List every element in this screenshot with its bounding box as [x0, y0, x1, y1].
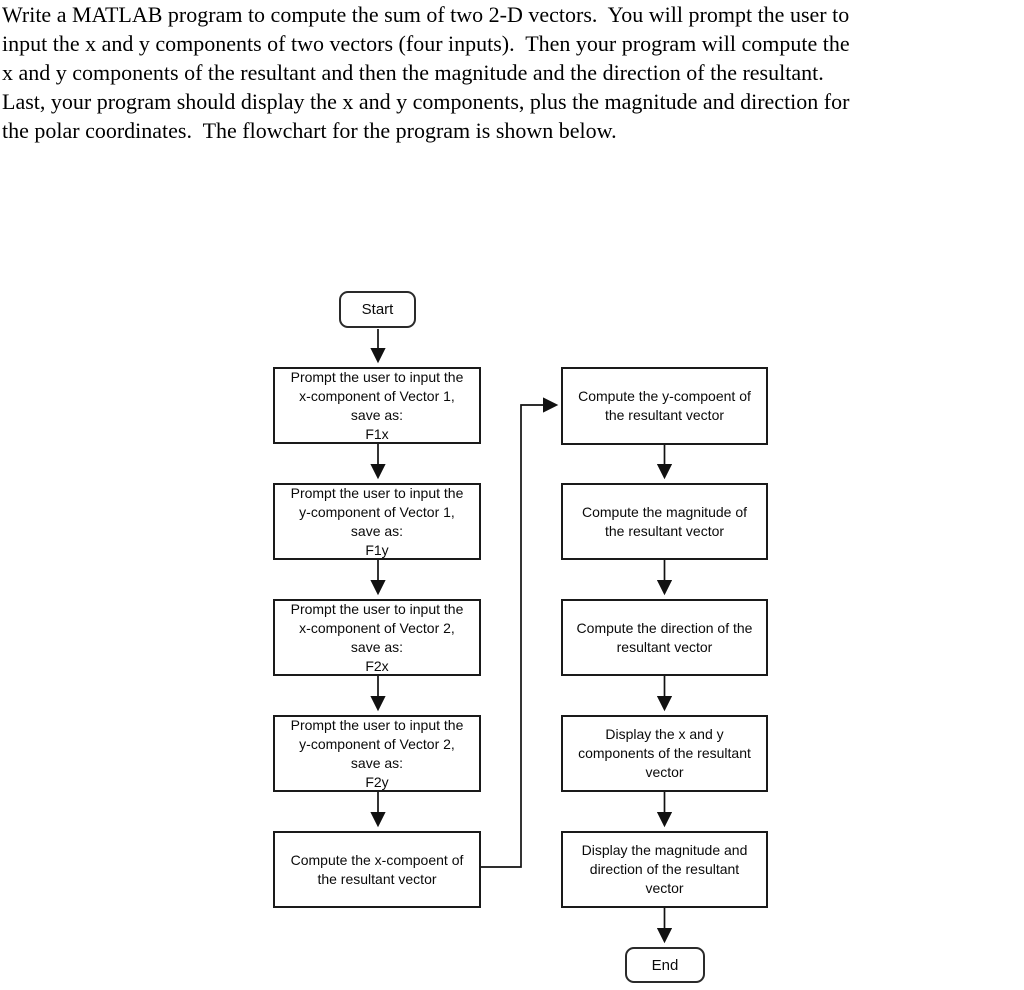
- flow-node-display-components: Display the x and y components of the re…: [561, 715, 768, 792]
- flow-node-display-mag-dir: Display the magnitude and direction of t…: [561, 831, 768, 908]
- flow-node-end: End: [625, 947, 705, 983]
- problem-statement-line-5: the polar coordinates. The flowchart for…: [2, 118, 617, 143]
- flow-node-compute-direction: Compute the direction of the resultant v…: [561, 599, 768, 676]
- problem-statement-line-3: x and y components of the resultant and …: [2, 60, 824, 85]
- flow-node-compute-y: Compute the y-compoent of the resultant …: [561, 367, 768, 445]
- problem-statement-line-1: Write a MATLAB program to compute the su…: [2, 2, 850, 27]
- flow-node-prompt-f1x: Prompt the user to input the x-component…: [273, 367, 481, 444]
- problem-statement: Write a MATLAB program to compute the su…: [2, 0, 1022, 145]
- arrow-compute-x-to-compute-y: [481, 397, 559, 868]
- flow-node-start: Start: [339, 291, 416, 328]
- flow-node-prompt-f1y: Prompt the user to input the y-component…: [273, 483, 481, 560]
- problem-statement-line-4: Last, your program should display the x …: [2, 89, 850, 114]
- flow-node-compute-magnitude: Compute the magnitude of the resultant v…: [561, 483, 768, 560]
- flow-node-prompt-f2x: Prompt the user to input the x-component…: [273, 599, 481, 676]
- flow-node-compute-x: Compute the x-compoent of the resultant …: [273, 831, 481, 908]
- flow-node-prompt-f2y: Prompt the user to input the y-component…: [273, 715, 481, 792]
- problem-statement-line-2: input the x and y components of two vect…: [2, 31, 850, 56]
